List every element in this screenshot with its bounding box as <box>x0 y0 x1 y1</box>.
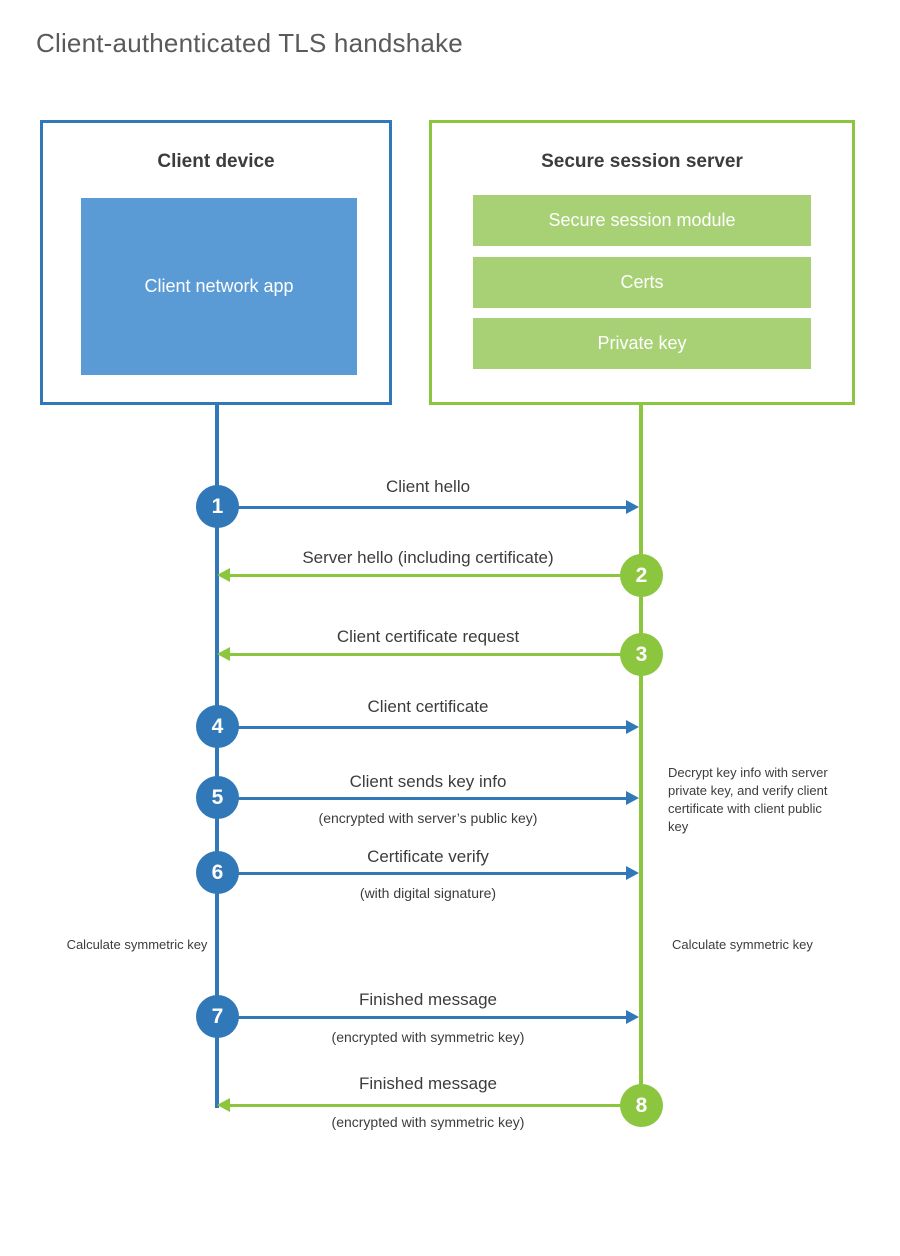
step-6-label: Certificate verify <box>367 847 489 866</box>
step-6-arrow <box>217 866 639 880</box>
step-8-sublabel: (encrypted with symmetric key) <box>331 1114 525 1130</box>
step-circle-4[interactable]: 4 <box>196 705 239 748</box>
step-5-label: Client sends key info <box>349 772 507 791</box>
step-7-label: Finished message <box>359 990 497 1009</box>
actor-title-client: Client device <box>157 151 275 172</box>
arrowhead-right-icon <box>626 1010 639 1024</box>
step-7-sublabel: (encrypted with symmetric key) <box>331 1029 525 1045</box>
actor-title-server: Secure session server <box>541 151 743 172</box>
page-title: Client-authenticated TLS handshake <box>36 28 463 58</box>
arrowhead-right-icon <box>626 866 639 880</box>
annotation-client-calculate-symmetric-key: Calculate symmetric key <box>66 937 208 952</box>
lifeline-client <box>215 403 219 1108</box>
step-circle-5[interactable]: 5 <box>196 776 239 819</box>
step-7-arrow <box>217 1010 639 1024</box>
step-5-arrow <box>217 791 639 805</box>
lifeline-server <box>639 403 643 1106</box>
component-certs: Certs <box>473 257 811 308</box>
step-6-sublabel: (with digital signature) <box>359 885 497 901</box>
step-8-label: Finished message <box>359 1074 497 1093</box>
step-1-label: Client hello <box>385 477 471 496</box>
step-2-arrow <box>217 568 621 582</box>
actor-box-client: Client device Client network app <box>40 120 392 405</box>
step-5-sublabel: (encrypted with server’s public key) <box>318 810 538 826</box>
step-circle-1[interactable]: 1 <box>196 485 239 528</box>
arrowhead-left-icon <box>217 1098 230 1112</box>
component-private-key: Private key <box>473 318 811 369</box>
step-circle-6[interactable]: 6 <box>196 851 239 894</box>
step-1-arrow <box>217 500 639 514</box>
arrowhead-right-icon <box>626 500 639 514</box>
step-circle-3[interactable]: 3 <box>620 633 663 676</box>
step-circle-2[interactable]: 2 <box>620 554 663 597</box>
step-8-arrow <box>217 1098 621 1112</box>
step-2-label: Server hello (including certificate) <box>302 548 554 567</box>
annotation-server-decrypt: Decrypt key info with server private key… <box>668 765 828 834</box>
step-3-arrow <box>217 647 621 661</box>
arrowhead-right-icon <box>626 720 639 734</box>
component-secure-session-module: Secure session module <box>473 195 811 246</box>
step-4-label: Client certificate <box>367 697 489 716</box>
actor-box-server: Secure session server Secure session mod… <box>429 120 855 405</box>
step-4-arrow <box>217 720 639 734</box>
step-circle-8[interactable]: 8 <box>620 1084 663 1127</box>
component-client-network-app: Client network app <box>81 198 357 375</box>
arrowhead-left-icon <box>217 568 230 582</box>
arrowhead-right-icon <box>626 791 639 805</box>
annotation-server-calculate-symmetric-key: Calculate symmetric key <box>672 937 813 952</box>
step-3-label: Client certificate request <box>336 627 520 646</box>
arrowhead-left-icon <box>217 647 230 661</box>
step-circle-7[interactable]: 7 <box>196 995 239 1038</box>
